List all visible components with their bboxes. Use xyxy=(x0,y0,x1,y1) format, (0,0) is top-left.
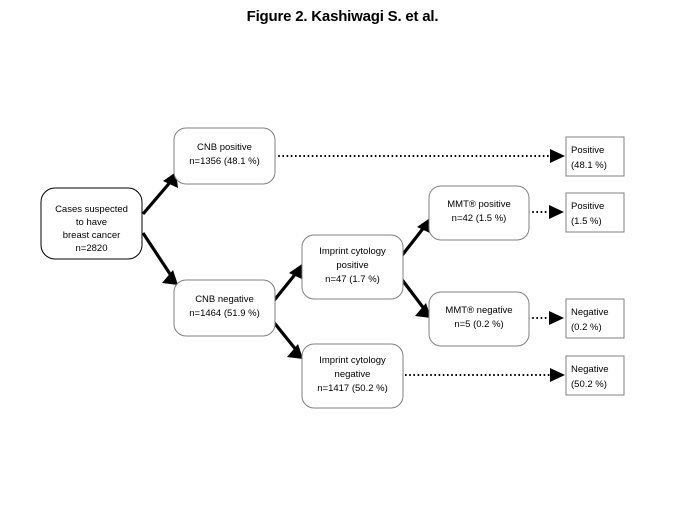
edge-root-to-cnb-positive xyxy=(141,172,178,216)
cnb-positive-line-2: n=1356 (48.1 %) xyxy=(189,156,260,167)
mmt-negative-line-2: n=5 (0.2 %) xyxy=(454,319,503,330)
node-box-cnb-positive[interactable] xyxy=(173,127,276,185)
node-cnb-positive[interactable]: CNB positive n=1356 (48.1 %) xyxy=(173,127,276,185)
page-title: Figure 2. Kashiwagi S. et al. xyxy=(246,8,439,25)
node-box-mmt-positive[interactable] xyxy=(428,185,530,241)
node-cases-suspected[interactable]: Cases suspected to have breast cancer n=… xyxy=(40,187,143,260)
outcome-negative-0-2-line-2: (0.2 %) xyxy=(571,322,602,333)
node-box-imprint-cytology-positive[interactable] xyxy=(301,234,404,300)
imprint-positive-line-2: positive xyxy=(336,260,368,271)
cnb-positive-line-1: CNB positive xyxy=(197,142,252,153)
outcome-positive-1-5-line-1: Positive xyxy=(571,201,604,212)
connector-group-solid xyxy=(141,172,432,359)
outcome-negative-0-2-line-1: Negative xyxy=(571,307,609,318)
edge-cnb-negative-to-imprint-positive xyxy=(270,264,304,305)
node-imprint-cytology-negative[interactable]: Imprint cytology negative n=1417 (50.2 %… xyxy=(301,343,404,409)
imprint-negative-line-2: negative xyxy=(335,369,371,380)
outcome-positive-1-5[interactable]: Positive (1.5 %) xyxy=(565,192,625,233)
mmt-negative-line-1: MMT® negative xyxy=(445,305,512,316)
node-box-imprint-cytology-negative[interactable] xyxy=(301,343,404,409)
outcome-box-negative-0-2[interactable] xyxy=(565,298,625,339)
imprint-positive-line-3: n=47 (1.7 %) xyxy=(325,274,380,285)
mmt-positive-line-1: MMT® positive xyxy=(447,199,510,210)
outcome-positive-48-1-line-1: Positive xyxy=(571,145,604,156)
cases-suspected-line-3: breast cancer xyxy=(63,230,121,241)
edge-cnb-negative-to-imprint-negative xyxy=(270,318,303,359)
cases-suspected-line-4: n=2820 xyxy=(76,243,108,254)
edge-mmt-positive-to-outcome-positive-1-5 xyxy=(528,205,564,219)
edge-root-to-cnb-negative xyxy=(141,232,178,285)
edge-imprint-positive-to-mmt-negative xyxy=(398,276,431,318)
outcome-positive-48-1[interactable]: Positive (48.1 %) xyxy=(565,136,625,177)
outcome-box-negative-50-2[interactable] xyxy=(565,355,625,396)
outcome-negative-50-2-line-1: Negative xyxy=(571,364,609,375)
mmt-positive-line-2: n=42 (1.5 %) xyxy=(452,213,507,224)
cnb-negative-line-1: CNB negative xyxy=(195,294,254,305)
node-mmt-negative[interactable]: MMT® negative n=5 (0.2 %) xyxy=(428,291,530,347)
outcome-negative-0-2[interactable]: Negative (0.2 %) xyxy=(565,298,625,339)
imprint-negative-line-1: Imprint cytology xyxy=(319,355,386,366)
cases-suspected-line-1: Cases suspected xyxy=(55,204,128,215)
node-box-mmt-negative[interactable] xyxy=(428,291,530,347)
outcome-box-positive-1-5[interactable] xyxy=(565,192,625,233)
node-box-cnb-negative[interactable] xyxy=(173,279,276,337)
edge-cnb-positive-to-outcome-positive-48-1 xyxy=(274,149,565,163)
outcome-positive-48-1-line-2: (48.1 %) xyxy=(571,160,607,171)
node-box-cases-suspected[interactable] xyxy=(40,187,143,260)
imprint-positive-line-1: Imprint cytology xyxy=(319,246,386,257)
node-cnb-negative[interactable]: CNB negative n=1464 (51.9 %) xyxy=(173,279,276,337)
cases-suspected-line-2: to have xyxy=(76,217,107,228)
outcome-box-positive-48-1[interactable] xyxy=(565,136,625,177)
edge-mmt-negative-to-outcome-negative-0-2 xyxy=(528,311,564,325)
cnb-negative-line-2: n=1464 (51.9 %) xyxy=(189,308,260,319)
imprint-negative-line-3: n=1417 (50.2 %) xyxy=(317,383,388,394)
outcome-positive-1-5-line-2: (1.5 %) xyxy=(571,216,602,227)
node-mmt-positive[interactable]: MMT® positive n=42 (1.5 %) xyxy=(428,185,530,241)
edge-imprint-positive-to-mmt-positive xyxy=(398,218,432,259)
node-imprint-cytology-positive[interactable]: Imprint cytology positive n=47 (1.7 %) xyxy=(301,234,404,300)
outcome-negative-50-2-line-2: (50.2 %) xyxy=(571,379,607,390)
outcome-negative-50-2[interactable]: Negative (50.2 %) xyxy=(565,355,625,396)
connector-group-dotted xyxy=(274,149,565,382)
edge-imprint-negative-to-outcome-negative-50-2 xyxy=(405,368,565,382)
